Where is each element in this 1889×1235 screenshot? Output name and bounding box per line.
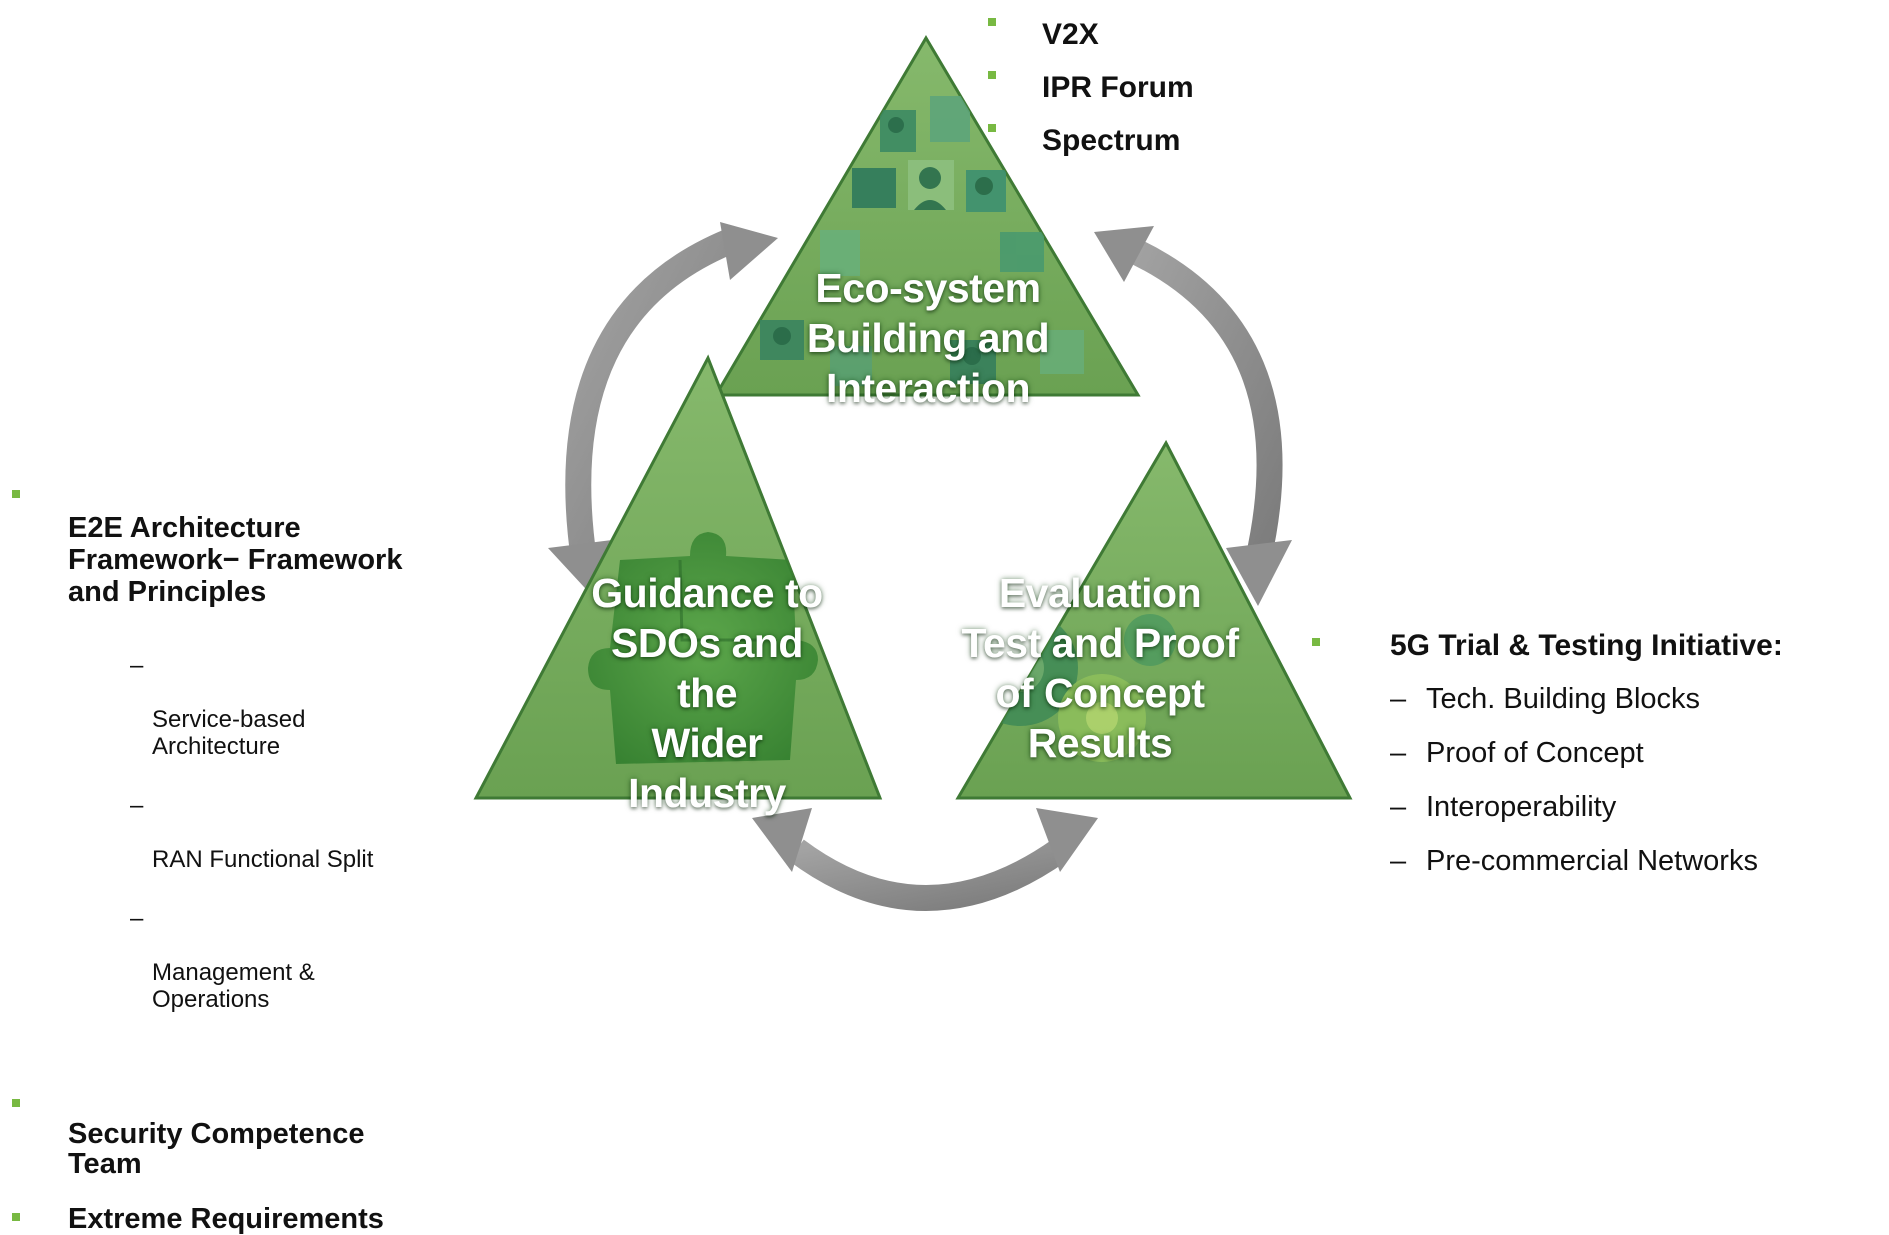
right-bullet-list: 5G Trial & Testing Initiative: – Tech. B… xyxy=(1300,628,1889,888)
dash-mark: – xyxy=(1390,845,1407,877)
puzzle-icon xyxy=(588,532,818,764)
top-bullet-label: V2X xyxy=(1042,18,1099,51)
left-triangle xyxy=(473,354,883,800)
diagram-canvas xyxy=(473,35,1353,911)
dash-mark: – xyxy=(130,905,144,932)
bottom-cycle-arrow xyxy=(752,808,1098,911)
sub-list-item: – RAN Functional Split xyxy=(68,792,520,873)
top-bullet-item: IPR Forum xyxy=(976,61,1194,114)
left-bullet-item: E2E Architecture Framework− Framework an… xyxy=(0,480,520,1077)
sub-list-item: – Pre-commercial Networks xyxy=(1390,834,1889,888)
sub-list-item: – Interoperability xyxy=(1390,780,1889,834)
sub-item-label: Pre-commercial Networks xyxy=(1426,845,1758,877)
sub-item-label: Proof of Concept xyxy=(1426,737,1644,769)
top-bullet-label: Spectrum xyxy=(1042,124,1181,157)
top-bullet-item: Spectrum xyxy=(976,114,1194,167)
dash-mark: – xyxy=(1390,683,1407,715)
top-bullet-label: IPR Forum xyxy=(1042,71,1194,104)
sub-item-label: Service-based Architecture xyxy=(152,706,306,760)
trial-testing-heading: 5G Trial & Testing Initiative: xyxy=(1390,629,1783,662)
left-triangle-label: Guidance to SDOs and the Wider Industry xyxy=(591,570,823,816)
dash-mark: – xyxy=(1390,737,1407,769)
left-bullet-item: Extreme Requirements xyxy=(0,1203,520,1235)
sub-item-label: Tech. Building Blocks xyxy=(1426,683,1701,715)
dash-mark: – xyxy=(1390,791,1407,823)
sub-item-label: Management & Operations xyxy=(152,959,315,1013)
e2e-architecture-label: E2E Architecture Framework− Framework an… xyxy=(68,512,403,608)
extreme-requirements-label: Extreme Requirements xyxy=(68,1203,384,1235)
right-bullet-item: 5G Trial & Testing Initiative: – Tech. B… xyxy=(1300,628,1889,888)
right-cycle-arrow xyxy=(1094,226,1292,606)
sub-list-item: – Proof of Concept xyxy=(1390,726,1889,780)
people-mosaic-icon xyxy=(760,96,1084,386)
top-triangle xyxy=(713,35,1141,397)
dash-mark: – xyxy=(130,652,144,679)
sub-item-label: Interoperability xyxy=(1426,791,1617,823)
e2e-sub-list: – Service-based Architecture – RAN Funct… xyxy=(68,620,520,1045)
top-bullet-list: V2X IPR Forum Spectrum xyxy=(976,8,1194,167)
security-competence-label: Security Competence Team xyxy=(68,1118,365,1180)
sub-list-item: – Tech. Building Blocks xyxy=(1390,672,1889,726)
top-triangle-label: Eco-system Building and Interaction xyxy=(806,265,1050,411)
left-bullet-list: E2E Architecture Framework− Framework an… xyxy=(0,480,520,1235)
dash-mark: – xyxy=(130,792,144,819)
trial-sub-list: – Tech. Building Blocks – Proof of Conce… xyxy=(1390,672,1889,888)
top-bullet-item: V2X xyxy=(976,8,1194,61)
left-bullet-item: Security Competence Team xyxy=(0,1089,520,1179)
sub-item-label: RAN Functional Split xyxy=(152,846,374,873)
sub-list-item: – Service-based Architecture xyxy=(68,652,520,760)
right-triangle-label: Evaluation Test and Proof of Concept Res… xyxy=(961,570,1239,766)
sub-list-item: – Management & Operations xyxy=(68,905,520,1013)
